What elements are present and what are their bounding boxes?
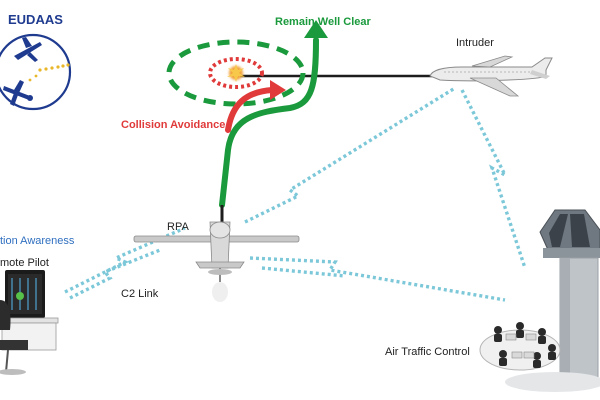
- remote-pilot-station-icon: [0, 270, 59, 375]
- atc-tower-icon: [505, 209, 600, 392]
- intruder-label: Intruder: [456, 37, 494, 49]
- logo-star-dots: [28, 63, 70, 82]
- situation-awareness-label: tion Awareness: [0, 235, 75, 247]
- eudaas-logo: EUDAAS: [0, 12, 72, 111]
- collision-avoidance-zone: [208, 57, 264, 89]
- rpa-aircraft-icon: [133, 221, 300, 302]
- c2-link-label: C2 Link: [121, 288, 159, 300]
- link-rpa-tower-top: [249, 256, 506, 302]
- remote-pilot-label: mote Pilot: [0, 257, 49, 269]
- atc-operations-room-icon: [479, 322, 561, 371]
- logo-plane-bottom-icon: [3, 80, 33, 106]
- collision-avoidance-arrowhead: [270, 80, 286, 100]
- collision-point-icon: [227, 64, 245, 82]
- logo-plane-top-icon: [14, 37, 42, 62]
- link-intruder-tower: [460, 89, 527, 269]
- air-traffic-control-label: Air Traffic Control: [385, 346, 470, 358]
- datalink-dotted-lines: [64, 86, 527, 302]
- remain-well-clear-zone: [166, 39, 306, 107]
- collision-avoidance-label: Collision Avoidance: [121, 119, 225, 131]
- rpa-label: RPA: [167, 221, 189, 233]
- link-rpa-tower-bottom: [261, 266, 346, 278]
- logo-text: EUDAAS: [8, 12, 63, 27]
- remain-well-clear-arrowhead: [304, 20, 328, 38]
- collision-avoidance-path: [225, 87, 275, 133]
- link-pilot-rpa-a: [64, 226, 186, 294]
- remain-well-clear-label: Remain Well Clear: [275, 16, 371, 28]
- rpa-flight-path: [219, 37, 319, 208]
- link-pilot-rpa-b: [69, 248, 161, 300]
- intruder-aircraft-icon: [429, 55, 553, 97]
